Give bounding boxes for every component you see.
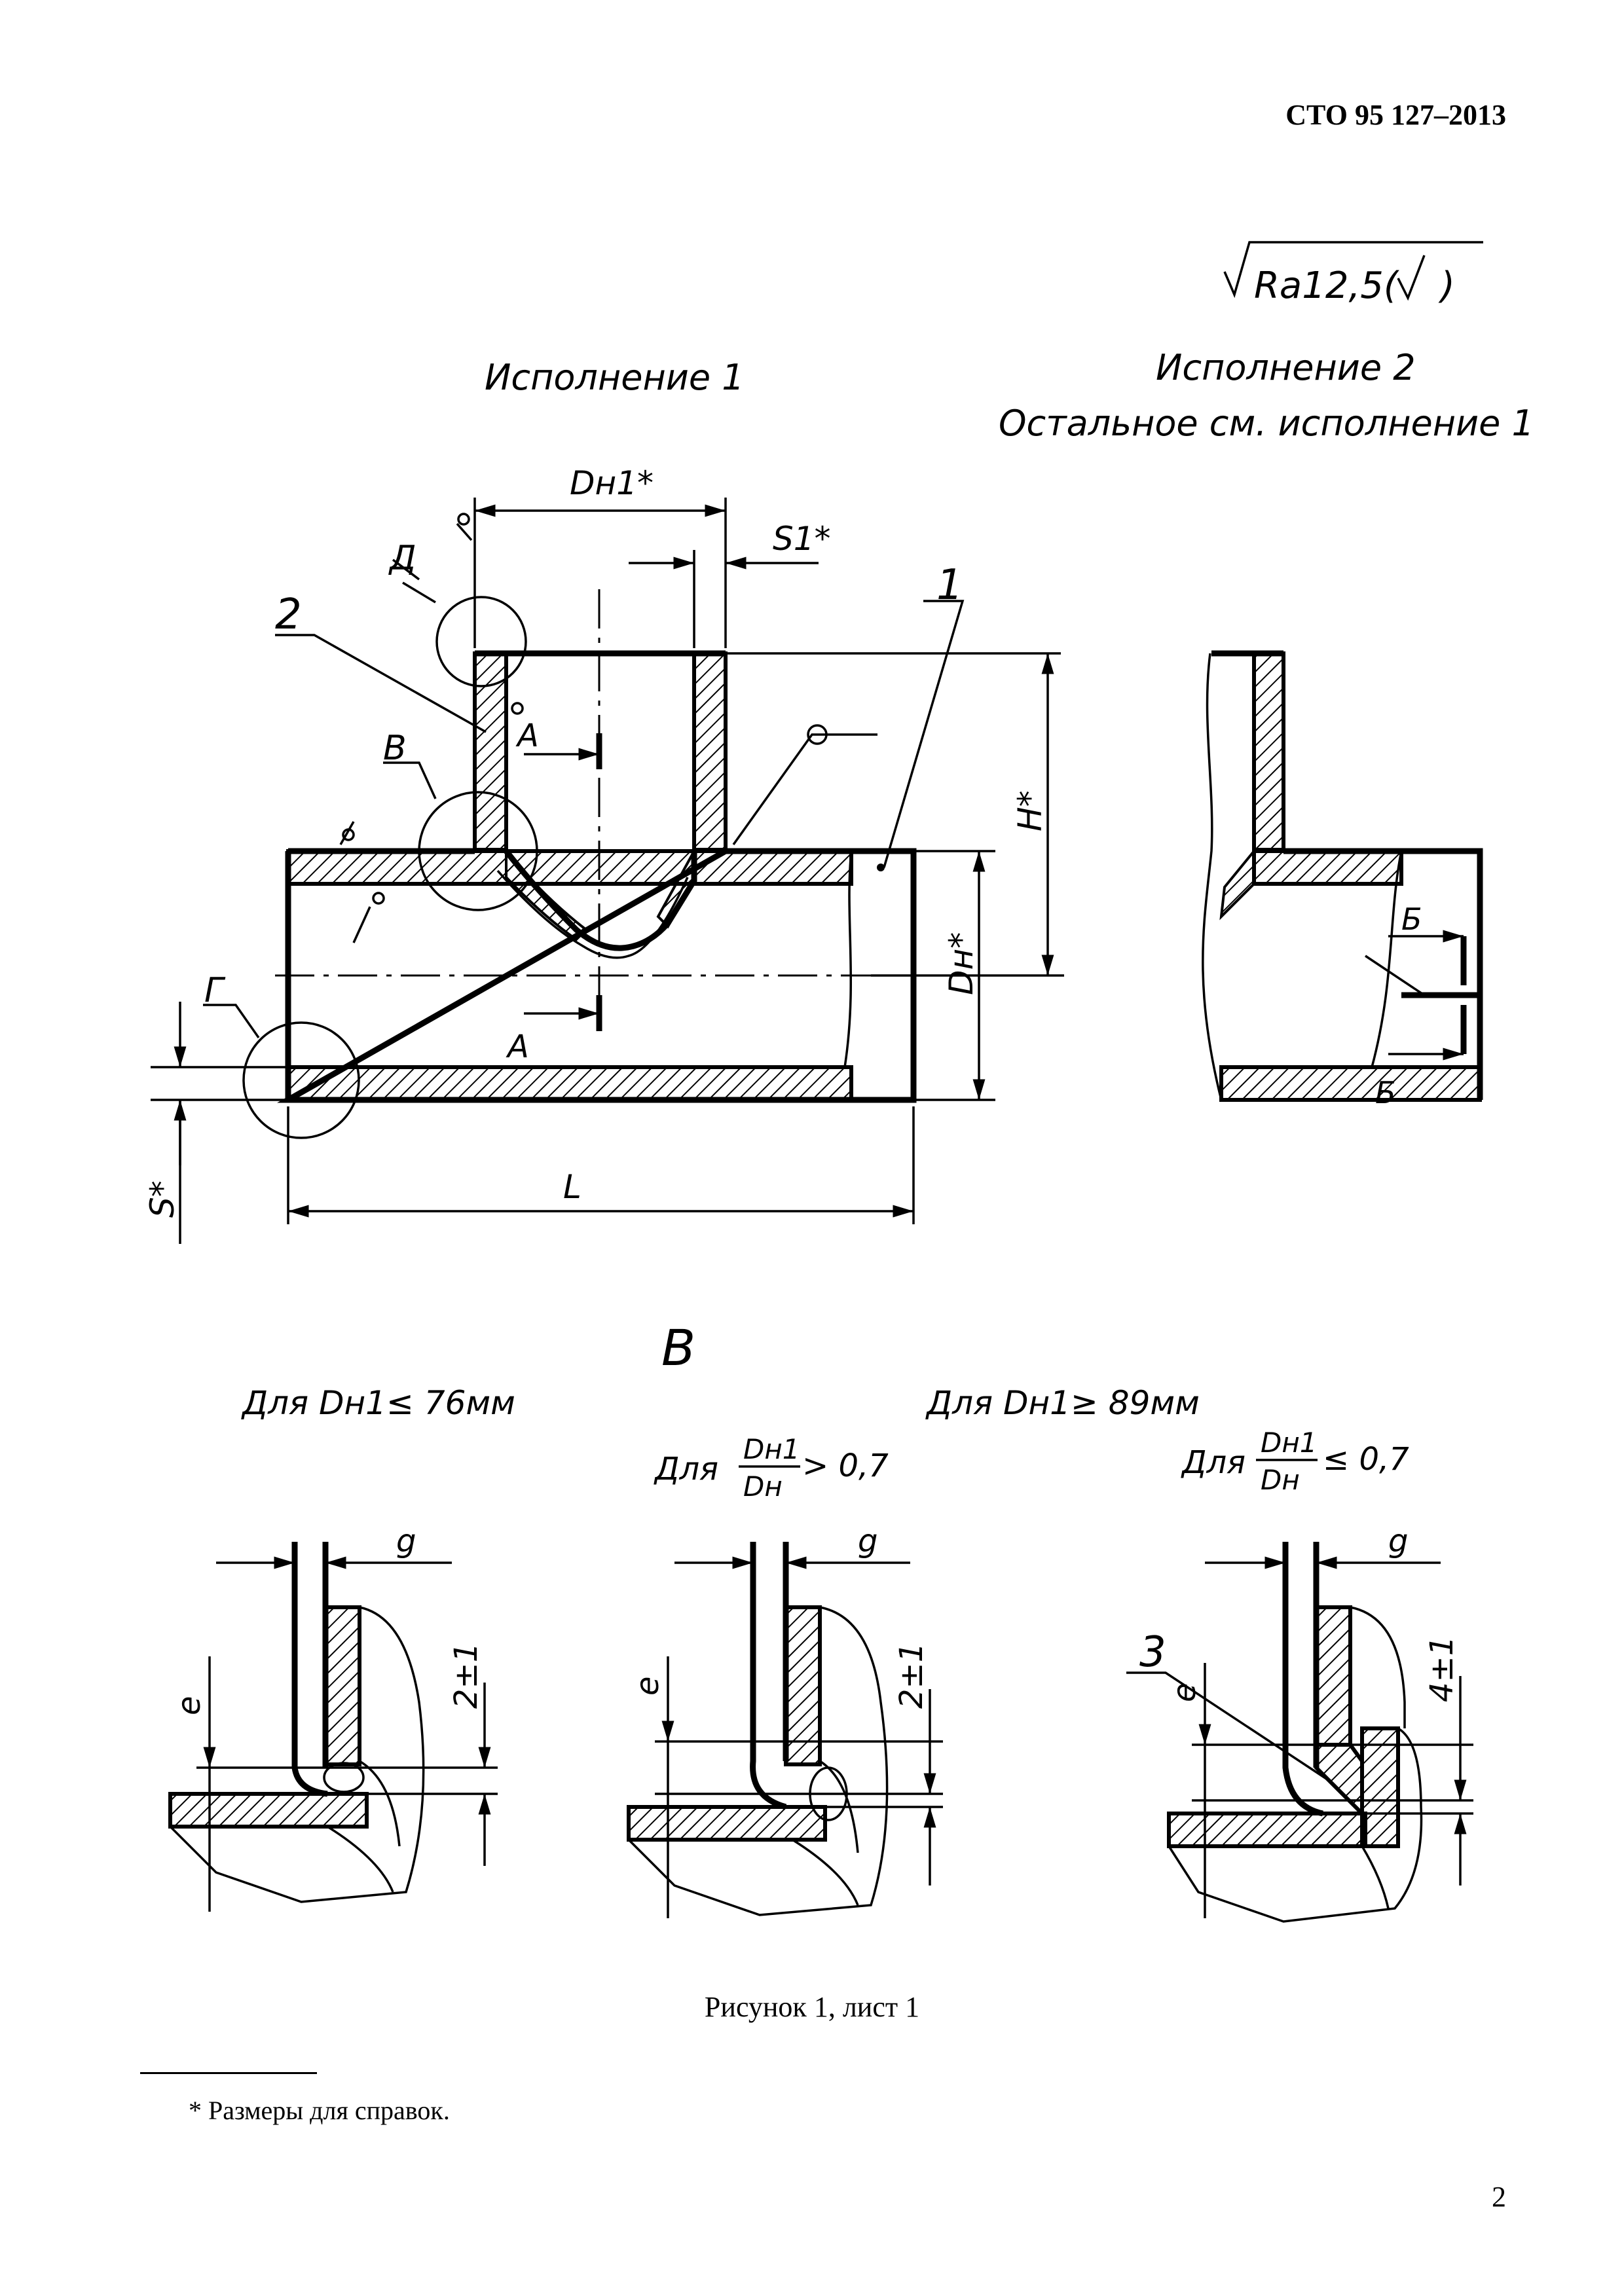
section-a-bottom-label: А (506, 1029, 529, 1065)
part-3-label: 3 (1139, 1628, 1166, 1677)
section-b-top-label: Б (1401, 902, 1422, 937)
detail-cond-1: Для Dн1≤ 76мм (241, 1384, 515, 1422)
detail-cond-2: Для Dн1≥ 89мм (925, 1384, 1200, 1422)
run-top-wall (286, 849, 853, 886)
dim-h: H* (1011, 790, 1049, 831)
variant-2-title: Исполнение 2 (1156, 347, 1416, 388)
detail-3: 3 g e 4±1 (1126, 1523, 1473, 1923)
dim-l: L (563, 1168, 581, 1206)
dim-s1: S1* (773, 520, 831, 558)
svg-text:> 0,7: > 0,7 (802, 1448, 889, 1484)
svg-text:g: g (1388, 1523, 1408, 1559)
svg-text:g: g (858, 1523, 877, 1559)
svg-text:Dн1: Dн1 (743, 1433, 800, 1465)
page-number: 2 (1492, 2181, 1506, 2213)
run-bottom-wall (286, 1065, 853, 1102)
part-2-label: 2 (275, 591, 302, 639)
svg-text:Dн1: Dн1 (1261, 1427, 1318, 1459)
ratio-gt: Для Dн1 Dн > 0,7 (654, 1433, 889, 1503)
svg-text:Для: Для (654, 1451, 718, 1487)
roughness-label: Ra12,5( (1254, 264, 1399, 307)
roughness-symbol: Ra12,5( ) (1223, 241, 1483, 307)
tee-main-view: А А Д В Г 2 1 (143, 464, 1064, 1244)
svg-text:Для: Для (1181, 1444, 1246, 1481)
svg-text:g: g (396, 1523, 416, 1559)
variant-2-note: Остальное см. исполнение 1 (999, 403, 1534, 444)
svg-text:≤ 0,7: ≤ 0,7 (1323, 1441, 1409, 1478)
dim-dn: Dн* (942, 932, 980, 995)
view-v-label: В (383, 729, 407, 768)
ratio-le: Для Dн1 Dн ≤ 0,7 (1181, 1427, 1409, 1496)
svg-text:Dн: Dн (743, 1470, 783, 1503)
document-code: СТО 95 127–2013 (1285, 99, 1506, 131)
detail-v-title: В (661, 1319, 695, 1377)
section-a-top-label: А (515, 718, 539, 754)
svg-text:4±1: 4±1 (1424, 1636, 1460, 1702)
svg-text:Dн: Dн (1261, 1464, 1300, 1496)
svg-text:e: e (629, 1676, 666, 1696)
dim-s: S* (143, 1180, 181, 1218)
branch-left-wall (473, 651, 508, 852)
detail-v-circle (418, 791, 538, 911)
detail-1: g e 2±1 (168, 1523, 498, 1912)
view-g-label: Г (204, 971, 226, 1010)
footnote-rule (140, 2072, 317, 2074)
variant-1-title: Исполнение 1 (485, 357, 745, 398)
svg-text:e: e (171, 1696, 208, 1715)
branch-right-wall (692, 651, 728, 852)
part-1-label: 1 (936, 561, 963, 610)
detail-2: g e 2±1 (627, 1523, 943, 1918)
tee-variant-2-view: Б Б (1202, 650, 1483, 1110)
svg-text:e: e (1166, 1683, 1203, 1702)
section-b-bottom-label: Б (1375, 1075, 1396, 1110)
detail-g-circle (242, 1021, 360, 1139)
footnote: * Размеры для справок. (189, 2096, 450, 2125)
detail-d-circle (435, 596, 527, 687)
svg-text:2±1: 2±1 (893, 1643, 930, 1709)
svg-text:2±1: 2±1 (448, 1643, 485, 1709)
dim-dn1: Dн1* (570, 464, 654, 502)
roughness-suffix: ) (1438, 264, 1455, 307)
view-d-label: Д (388, 539, 416, 578)
figure-caption: Рисунок 1, лист 1 (704, 1991, 920, 2023)
